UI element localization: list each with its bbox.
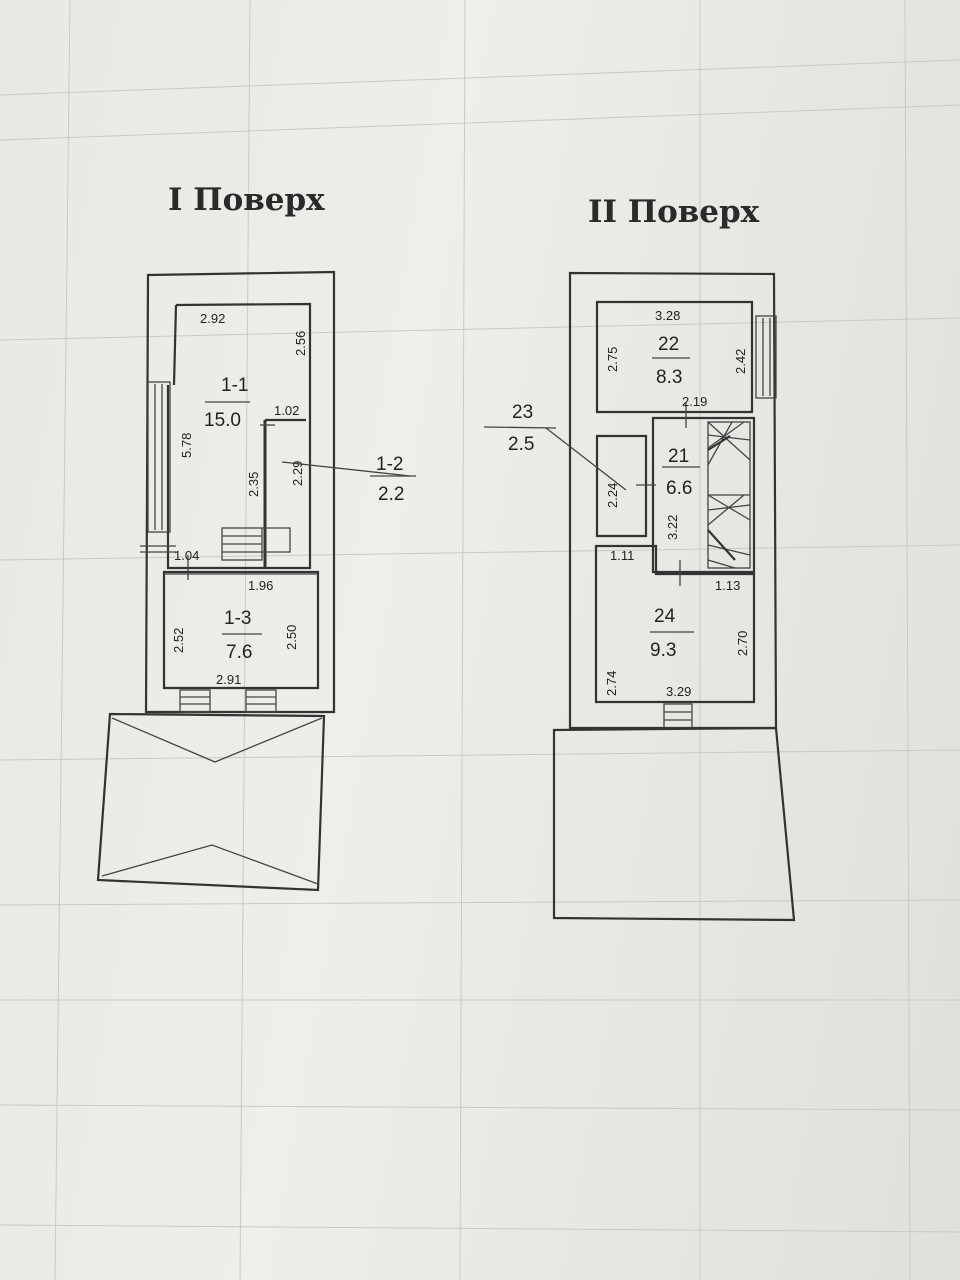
dim-2-50: 2.50 (284, 625, 299, 650)
dim-1-02: 1.02 (274, 403, 299, 418)
room-24-area: 9.3 (650, 640, 676, 661)
floor2-plan (483, 271, 796, 922)
room-1-2-number: 1-2 (376, 454, 403, 475)
room-21-area: 6.6 (666, 478, 692, 499)
dim-1-04: 1.04 (174, 548, 199, 563)
dim-3-28: 3.28 (655, 308, 680, 323)
dim-1-13: 1.13 (715, 578, 740, 593)
dim-2-74: 2.74 (604, 671, 619, 696)
dim-2-92: 2.92 (200, 311, 225, 326)
floor2-title: II Поверх (588, 194, 760, 230)
dim-2-24: 2.24 (605, 483, 620, 508)
room-1-3-number: 1-3 (224, 608, 251, 629)
dim-1-96: 1.96 (248, 578, 273, 593)
dim-2-75: 2.75 (605, 347, 620, 372)
room-21-number: 21 (668, 446, 689, 467)
dim-2-52: 2.52 (171, 628, 186, 653)
room-23-area: 2.5 (508, 434, 534, 455)
dim-2-19: 2.19 (682, 394, 707, 409)
dim-2-56: 2.56 (293, 331, 308, 356)
room-1-1-number: 1-1 (221, 375, 248, 396)
room-22-area: 8.3 (656, 367, 682, 388)
room-1-3-area: 7.6 (226, 642, 252, 663)
room-23-number: 23 (512, 402, 533, 423)
dim-3-29: 3.29 (666, 684, 691, 699)
dim-2-42: 2.42 (733, 349, 748, 374)
room-1-2-area: 2.2 (378, 484, 404, 505)
room-22-number: 22 (658, 334, 679, 355)
dim-3-22: 3.22 (665, 515, 680, 540)
dim-2-91: 2.91 (216, 672, 241, 687)
floor1-title: I Поверх (168, 182, 325, 218)
dim-1-11: 1.11 (610, 548, 634, 563)
room-1-1-area: 15.0 (204, 410, 241, 431)
dim-5-78: 5.78 (179, 433, 194, 458)
room-24-number: 24 (654, 606, 676, 627)
dim-2-70: 2.70 (735, 631, 750, 656)
dim-2-35: 2.35 (246, 472, 261, 497)
floor1-plan (96, 270, 416, 892)
dim-2-29: 2.29 (290, 461, 305, 486)
